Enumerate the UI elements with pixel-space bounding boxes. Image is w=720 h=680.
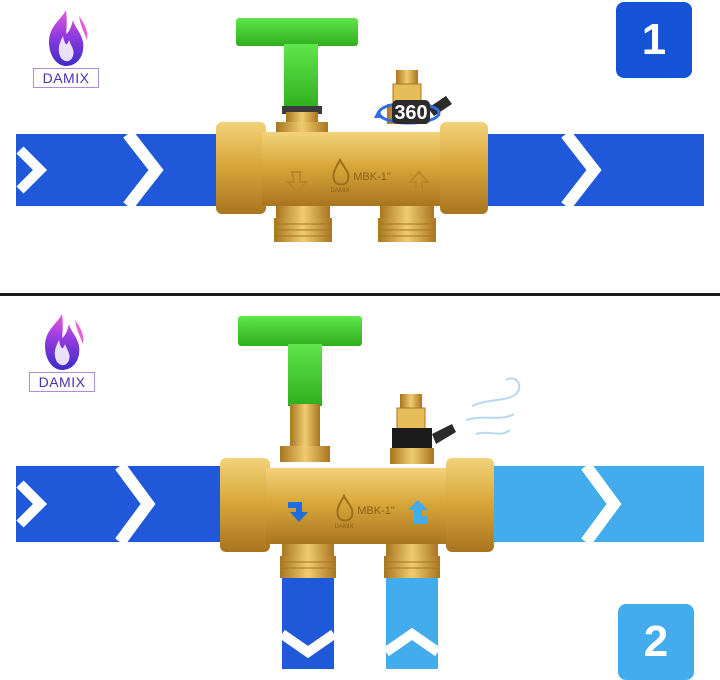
valve-stem (286, 112, 318, 124)
outlet-fitting-left (280, 544, 336, 578)
valve-illustration-2: DAMIX MBK-1" (16, 316, 704, 669)
flow-up-arrow-icon (408, 500, 428, 524)
flame-icon (45, 314, 84, 370)
embossed-flame-icon (332, 157, 350, 186)
air-vent (390, 394, 456, 464)
valve-marking: MBK-1" (357, 505, 395, 517)
brand-logo: DAMIX (33, 6, 99, 94)
manifold-body: DAMIX MBK-1" (216, 122, 488, 214)
step-2-panel: DAMIX 2 (0, 298, 720, 680)
embossed-brand: DAMIX (330, 188, 349, 194)
valve-nut (280, 446, 330, 462)
brand-name: DAMIX (33, 68, 99, 88)
flow-down-arrow-icon (288, 502, 308, 522)
rotation-360-icon: 360 (374, 100, 441, 125)
step-1-badge: 1 (616, 2, 692, 78)
step-1-panel: DAMIX 1 (0, 0, 720, 293)
air-release-icon (465, 377, 521, 435)
step-2-badge: 2 (618, 604, 694, 680)
outlet-fitting-right (378, 206, 436, 242)
valve-marking: MBK-1" (353, 171, 391, 183)
brand-name: DAMIX (29, 372, 95, 392)
brand-logo: DAMIX (29, 310, 95, 398)
embossed-brand: DAMIX (334, 524, 353, 530)
outlet-fitting-left (274, 206, 332, 242)
embossed-flame-icon (336, 493, 354, 522)
rotation-label: 360 (394, 102, 427, 124)
panel-divider (0, 293, 720, 296)
outlet-fitting-right (384, 544, 440, 578)
flow-band-right (470, 130, 704, 210)
manifold-body: DAMIX MBK-1" (220, 458, 494, 552)
flame-icon (49, 10, 88, 66)
green-t-handle (236, 18, 358, 114)
step-number: 1 (641, 15, 667, 64)
flow-band-right (474, 462, 704, 546)
flow-band-left (16, 130, 228, 210)
green-t-handle (238, 316, 362, 406)
flow-band-left (16, 462, 234, 546)
step-number: 2 (643, 617, 669, 666)
valve-illustration-1: 360 DAMIX MBK-1" (16, 18, 704, 242)
valve-stem (290, 404, 320, 450)
